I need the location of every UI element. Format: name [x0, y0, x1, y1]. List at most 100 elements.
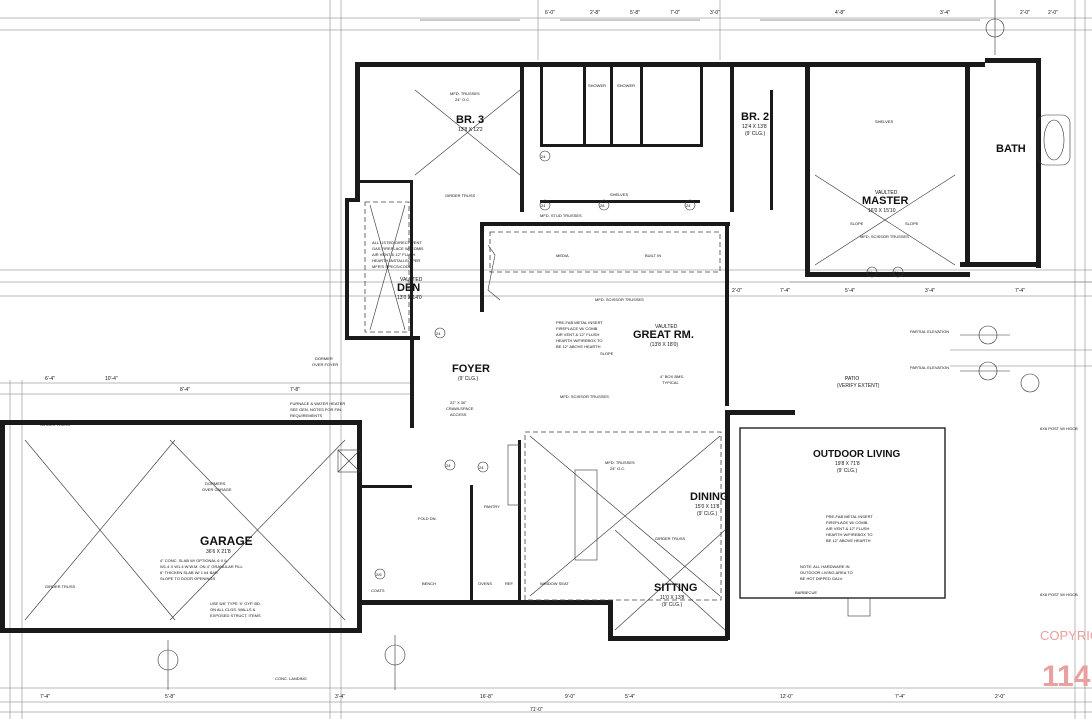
trusses-oc-dining-label: 24" O.C.: [610, 466, 625, 471]
room-outdoor-size: 19'8 X 71'8: [835, 461, 860, 467]
room-sitting-name: SITTING: [654, 582, 697, 594]
door-tag-8: 24: [479, 465, 484, 470]
girder-truss-sitting-label: GIRDER TRUSS: [655, 536, 685, 541]
room-labels: BR. 3 13'8 X 12'2 BR. 2 12'4 X 13'8 (9' …: [200, 111, 1026, 608]
furnace-note-1: FURNACE & WATER HEATER: [290, 401, 345, 406]
dim-top-8: 2'-0": [1020, 10, 1030, 16]
garage-slab-note-2: W1.4 X W1.4 W.W.M. ON 4" GRANULAR FILL: [160, 564, 244, 569]
room-br3-size: 13'8 X 12'2: [458, 127, 483, 133]
dim-bottom-4: 16'-8": [480, 694, 493, 700]
dim-total: 71'-0": [530, 707, 543, 713]
post-label-1: 6X6 POST W/ HGCB: [1040, 426, 1078, 431]
dormer-foyer-note-1: DORMER: [315, 356, 333, 361]
pantry-label: PANTRY: [484, 504, 500, 509]
outdoor-fireplace-note-5: BE 12" ABOVE HEARTH: [826, 538, 871, 543]
crawl-note-1: 22" X 30": [450, 400, 467, 405]
room-outdoor-ceiling: (9' CLG.): [837, 468, 857, 474]
garage-type-x-note-3: EXPOSED STRUCT. ITEMS: [210, 613, 261, 618]
room-dining-name: DINING: [690, 491, 729, 503]
dim-bottom-1: 7'-4": [40, 694, 50, 700]
outdoor-hardware-note-3: BE HOT DIPPED GALV.: [800, 576, 843, 581]
garage-slab-note-1: 4" CONC. SLAB W/ OPTIONAL 6 X 6: [160, 558, 227, 563]
room-master-name: MASTER: [862, 195, 909, 207]
girder-truss-garage-2-label: GIRDER TRUSS: [45, 584, 75, 589]
dim-mid-left-1: 6'-4": [45, 376, 55, 382]
room-br2-size: 12'4 X 13'8: [742, 124, 767, 130]
mfd-trusses-br3-label: MFD. TRUSSES: [450, 91, 480, 96]
built-in-label: BUILT IN: [645, 253, 661, 258]
truss-lines: [24, 89, 956, 631]
slope-great-label: SLOPE: [600, 351, 614, 356]
outdoor-fireplace-note-3: AIR VENT & 12" FLUSH: [826, 526, 869, 531]
door-tag-1: 24: [541, 154, 546, 159]
door-tags: 24 24 28 24 24 24 24 24 2/6 24: [374, 150, 904, 580]
dim-mid-right-4: 3'-4": [925, 288, 935, 294]
dim-mid-right-5: 7'-4": [1015, 288, 1025, 294]
outdoor-hardware-note-1: NOTE: ALL HARDWARE IN: [800, 564, 850, 569]
room-garage-size: 36'6 X 21'8: [206, 549, 231, 555]
dim-top-1: 6'-0": [545, 10, 555, 16]
slope-master-label: SLOPE: [850, 221, 864, 226]
walls: [0, 58, 1041, 641]
shelves-hall-label: SHELVES: [610, 192, 628, 197]
dim-mid-right-3: 5'-4": [845, 288, 855, 294]
box-beams-note-1: 4" BOX BMS.: [660, 374, 684, 379]
partial-elevation-label-2: PARTIAL ELEVATION: [910, 365, 949, 370]
room-dining-ceiling: (9' CLG.): [697, 511, 717, 517]
dim-top-3: 5'-8": [630, 10, 640, 16]
room-dining-size: 15'0 X 11'8: [695, 504, 720, 510]
great-fireplace-note-4: HEARTH W/FIREBOX TO: [556, 338, 602, 343]
room-br3-name: BR. 3: [456, 114, 484, 126]
dim-bottom-6: 5'-4": [625, 694, 635, 700]
great-fireplace-note-5: BE 12" ABOVE HEARTH: [556, 344, 601, 349]
post-label-2: 6X6 POST W/ HGCB: [1040, 592, 1078, 597]
dim-top-2: 2'-8": [590, 10, 600, 16]
crawl-note-3: ACCESS: [450, 412, 467, 417]
dim-top-5: 3'-0": [710, 10, 720, 16]
fold-dn-label: FOLD DN.: [418, 516, 437, 521]
door-tag-9: 2/6: [376, 572, 382, 577]
garage-type-x-note-1: USE 5/8" TYPE 'X' GYP. BD.: [210, 601, 261, 606]
room-outdoor-name: OUTDOOR LIVING: [813, 449, 900, 460]
girder-truss-br3-label: GIRDER TRUSS: [445, 193, 475, 198]
room-great-name: GREAT RM.: [633, 329, 694, 341]
door-tag-2: 24: [541, 203, 546, 208]
copyright-stamp: COPYRIG 114: [1040, 628, 1092, 693]
scissor-trusses-label: MFD. SCISSOR TRUSSES: [595, 297, 644, 302]
conc-landing-label: CONC. LANDING: [275, 676, 307, 681]
dim-bottom-5: 9'-0": [565, 694, 575, 700]
door-tag-7: 24: [436, 331, 441, 336]
media-label: MEDIA: [556, 253, 569, 258]
door-tag-6: 24: [894, 270, 899, 275]
scissor-trusses-master-label: MFD. SCISSOR TRUSSES: [860, 234, 909, 239]
den-fireplace-note-2: GAS FIREPLACE W/ COMB.: [372, 246, 424, 251]
room-garage-name: GARAGE: [200, 534, 253, 548]
den-fireplace-note-5: MFR'S SPECS/CODE: [372, 264, 412, 269]
door-tag-4: 24: [686, 203, 691, 208]
room-sitting-size: 11'0 X 13'8: [660, 595, 685, 601]
dim-top-9: 2'-0": [1048, 10, 1058, 16]
room-patio-name: PATIO: [845, 376, 859, 382]
dim-mid-right-2: 7'-4": [780, 288, 790, 294]
great-fireplace-note-3: AIR VENT & 12" FLUSH: [556, 332, 599, 337]
partial-elevation-label-1: PARTIAL ELEVATION: [910, 329, 949, 334]
dim-top-4: 7'-0": [670, 10, 680, 16]
stamp-title: COPYRIG: [1040, 628, 1092, 643]
box-beams-note-2: TYPICAL: [662, 380, 679, 385]
outdoor-hardware-note-2: OUTDOOR LIVING AREA TO: [800, 570, 853, 575]
dim-mid-right-1: 2'-0": [732, 288, 742, 294]
mfd-trusses-dining-label: MFD. TRUSSES: [605, 460, 635, 465]
garage-slab-note-3: 6" THICKEN SLAB W/ 1 #4 BAR: [160, 570, 218, 575]
den-fireplace-note-1: ALL LISTED DIRECT VENT: [372, 240, 422, 245]
dormers-garage-note-2: OVER GARAGE: [202, 487, 232, 492]
misc-labels: MFD. STUD TRUSSES MFD. SCISSOR TRUSSES M…: [40, 83, 1078, 681]
ovens-label: OVENS: [478, 581, 492, 586]
room-foyer-name: FOYER: [452, 363, 490, 375]
room-bath-name: BATH: [996, 143, 1026, 155]
furnace-note-2: SEE GEN. NOTES FOR FIN.: [290, 407, 342, 412]
section-markers: [157, 0, 1040, 690]
dimensions: 6'-0" 2'-8" 5'-8" 7'-0" 3'-0" 4'-8" 3'-4…: [40, 10, 1058, 713]
stud-trusses-label: MFD. STUD TRUSSES: [540, 213, 582, 218]
